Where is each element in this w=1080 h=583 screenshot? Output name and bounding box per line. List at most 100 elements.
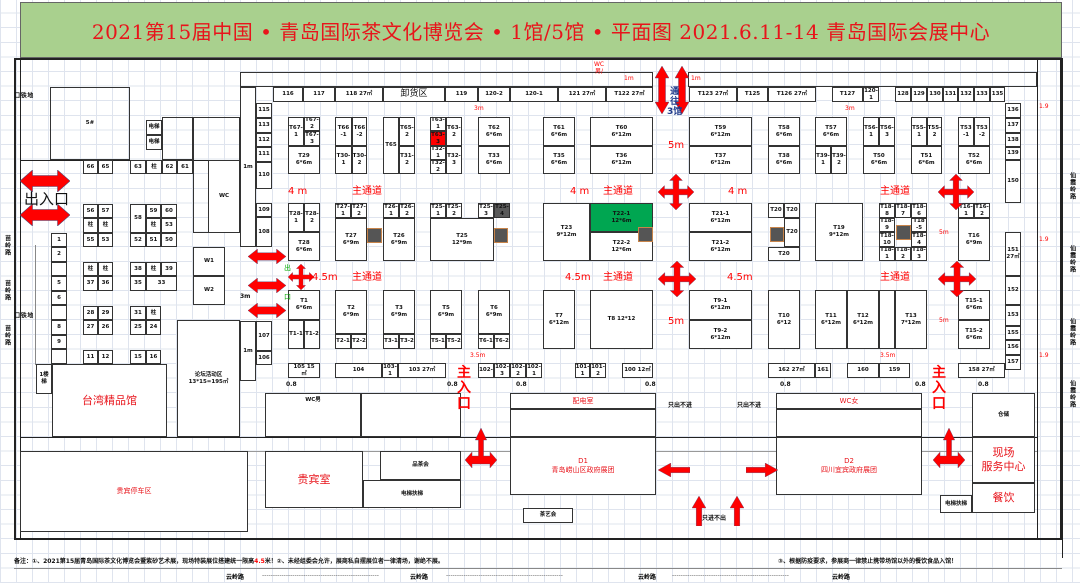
booth-t11[interactable]: T11 6*12m [815, 290, 847, 349]
booth-s53b[interactable]: 53 [161, 218, 177, 233]
booth-b153[interactable]: 153 [1005, 305, 1021, 326]
booth-t32-2[interactable]: T32- 2 [430, 160, 446, 174]
booth-taiwan[interactable]: 台湾精品馆 [52, 364, 167, 437]
booth-forum[interactable]: 论坛活动区 13*15=195㎡ [177, 320, 240, 437]
booth-b160[interactable]: 160 [847, 363, 879, 378]
booth-strip3[interactable] [162, 117, 193, 160]
booth-b102-2[interactable]: 102- 2 [510, 363, 526, 378]
booth-t63-1[interactable]: T63- 1 [430, 117, 446, 131]
booth-s3[interactable] [51, 262, 67, 276]
booth-t58[interactable]: T58 6*6m [768, 117, 800, 146]
booth-t16[interactable]: T16 6*9m [958, 218, 990, 261]
booth-wcf2[interactable] [776, 409, 922, 437]
booth-wcm2[interactable] [361, 393, 461, 437]
booth-t56-3[interactable]: T56- 3 [879, 117, 895, 146]
booth-t25[interactable]: T25 12*9m [430, 218, 494, 261]
booth-b158[interactable]: 158 27㎡ [958, 363, 1005, 378]
booth-t31-2[interactable]: T31- 2 [399, 146, 415, 174]
booth-t35[interactable]: T35 6*6m [543, 146, 575, 174]
booth-p2[interactable]: 柱 [83, 218, 98, 233]
booth-b157[interactable]: 157 [1005, 355, 1021, 370]
booth-s8[interactable]: 8 [51, 320, 67, 335]
booth-s35[interactable]: 35 [130, 276, 146, 291]
booth-strip1[interactable] [240, 72, 653, 87]
booth-s29[interactable]: 29 [98, 306, 113, 320]
booth-t27-1[interactable]: T27- 1 [335, 203, 351, 218]
booth-t3-1[interactable]: T3-1 [383, 334, 399, 349]
booth-b151[interactable]: 151 27㎡ [1005, 232, 1021, 276]
booth-t12[interactable]: T12 6*12m [847, 290, 879, 349]
booth-s1[interactable]: 1 [51, 233, 67, 247]
booth-t18-3[interactable]: T18- 3 [911, 247, 927, 261]
booth-b131[interactable]: 131 [943, 87, 958, 102]
booth-b111[interactable]: 111 [256, 147, 272, 162]
booth-b130[interactable]: 130 [927, 87, 943, 102]
booth-w1[interactable]: W1 [193, 247, 225, 276]
booth-t1-1[interactable]: T1-1 [288, 320, 304, 349]
booth-s39[interactable]: 39 [161, 262, 177, 276]
booth-t57[interactable]: T57 6*6m [815, 117, 847, 146]
booth-t66-2[interactable]: T66 -2 [352, 117, 367, 146]
booth-s38[interactable]: 38 [130, 262, 146, 276]
booth-d1[interactable]: D1 青岛崂山区政府展团 [510, 437, 656, 495]
booth-t55-1[interactable]: T55- 1 [911, 117, 927, 146]
booth-t27-2[interactable]: T27- 2 [351, 203, 367, 218]
booth-t2-1[interactable]: T2-1 [335, 334, 351, 349]
booth-s55[interactable]: 55 [83, 233, 98, 247]
booth-p7[interactable]: 柱 [146, 262, 161, 276]
booth-b120-2[interactable]: 120-2 [478, 87, 510, 102]
booth-t30-1[interactable]: T30- 1 [335, 146, 352, 174]
booth-storage[interactable]: 仓储 [972, 393, 1035, 437]
booth-t125[interactable]: T125 [737, 87, 768, 102]
booth-s27[interactable]: 27 [83, 320, 98, 335]
booth-t53-2[interactable]: T53 -2 [974, 117, 990, 146]
booth-wcf[interactable]: WC女 [776, 393, 922, 409]
booth-b102-1[interactable]: 102- 1 [526, 363, 542, 378]
booth-s57[interactable]: 57 [98, 204, 113, 218]
booth-t32-1[interactable]: T32- 1 [430, 146, 446, 160]
booth-b137[interactable]: 137 [1005, 118, 1021, 133]
booth-p4[interactable]: 柱 [146, 218, 161, 233]
booth-strip2[interactable] [688, 72, 1037, 87]
booth-t39-2[interactable]: T39- 2 [831, 146, 847, 174]
booth-t67-2[interactable]: T67- 2 [304, 117, 320, 131]
booth-power2[interactable] [510, 409, 656, 437]
booth-elev1[interactable]: 电梯 [146, 120, 162, 135]
booth-s62[interactable]: 62 [162, 160, 177, 174]
booth-t18-7[interactable]: T18- 7 [895, 203, 911, 218]
booth-power[interactable]: 配电室 [510, 393, 656, 409]
booth-t23[interactable]: T23 9*12m [543, 203, 590, 261]
booth-unload[interactable]: 卸货区 [383, 87, 445, 102]
booth-vip[interactable]: 贵宾室 [265, 451, 363, 508]
booth-t56-1[interactable]: T56- 1 [863, 117, 879, 146]
booth-b113[interactable]: 113 [256, 118, 272, 133]
booth-b150[interactable]: 150 [1005, 160, 1021, 203]
booth-b162[interactable]: 162 27㎡ [768, 363, 815, 378]
booth-t1-2[interactable]: T1-2 [304, 320, 320, 349]
booth-dining[interactable]: 餐饮 [972, 483, 1035, 513]
booth-escal1[interactable]: 电梯扶梯 [363, 480, 461, 508]
booth-t5-2[interactable]: T5-2 [446, 334, 462, 349]
booth-t26-1[interactable]: T26- 1 [383, 203, 399, 218]
booth-t65[interactable]: T65 [383, 117, 399, 174]
booth-b109[interactable]: 109 [256, 203, 272, 217]
booth-t18-10[interactable]: T18- 10 [879, 232, 895, 247]
booth-s50[interactable]: 50 [161, 233, 177, 247]
booth-tea2[interactable]: 茶艺会 [523, 508, 573, 523]
booth-t63-3[interactable]: T63- 3 [430, 131, 446, 146]
booth-tea[interactable]: 品茶会 [380, 451, 461, 480]
booth-t59[interactable]: T59 6*12m [689, 117, 752, 146]
booth-vippark[interactable]: 贵宾停车区 [20, 451, 248, 532]
booth-b121[interactable]: 121 27㎡ [558, 87, 606, 102]
booth-b110[interactable]: 110 [256, 162, 272, 189]
booth-s51[interactable]: 51 [146, 233, 161, 247]
booth-t25-4[interactable]: T25- 4 [494, 203, 510, 218]
booth-b133[interactable]: 133 [974, 87, 990, 102]
booth-t15-1[interactable]: T15-1 6*6m [958, 290, 990, 320]
booth-s65[interactable]: 65 [98, 160, 113, 174]
booth-col1m2[interactable]: 1m [240, 321, 256, 381]
booth-s11[interactable]: 11 [83, 350, 98, 364]
booth-t32-3[interactable]: T32- 3 [446, 146, 462, 174]
booth-t123[interactable]: T123 27㎡ [689, 87, 737, 102]
booth-t2-2[interactable]: T2-2 [351, 334, 367, 349]
